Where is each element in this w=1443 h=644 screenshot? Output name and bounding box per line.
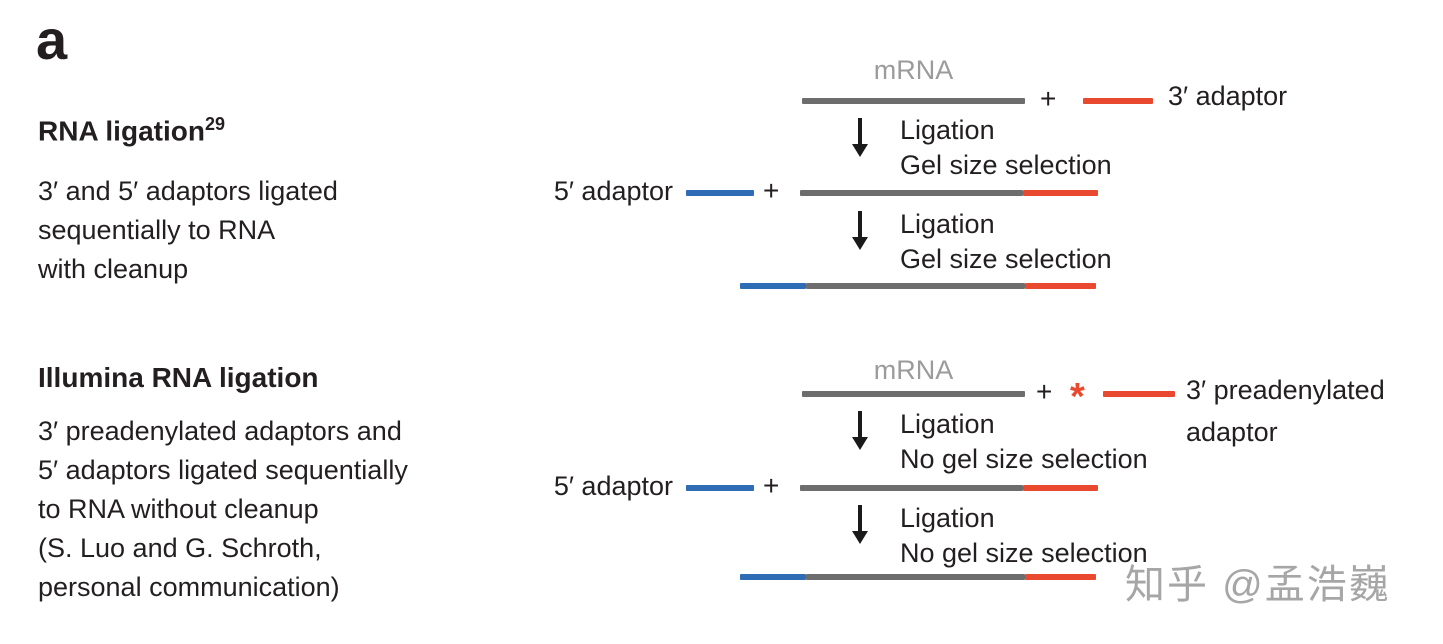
mrna-label: mRNA xyxy=(873,55,954,85)
plus-sign: + xyxy=(763,470,780,501)
down-arrow-icon xyxy=(858,505,862,532)
adaptor-5-line xyxy=(686,190,754,196)
preadenylated-adaptor-3-line xyxy=(1103,391,1175,397)
adaptor-3-label-line: adaptor xyxy=(1186,417,1278,447)
step-label: No gel size selection xyxy=(900,538,1148,568)
step-label: Gel size selection xyxy=(900,244,1112,274)
step-label: Ligation xyxy=(900,409,995,439)
plus-sign: + xyxy=(763,175,780,206)
watermark: 知乎 @孟浩巍 xyxy=(1125,563,1391,607)
adaptor-5-label: 5′ adaptor xyxy=(553,471,673,501)
description-line: personal communication) xyxy=(38,572,340,602)
section-1-title-text: RNA ligation xyxy=(38,115,205,147)
adaptor-5-line xyxy=(686,485,754,491)
preadenylation-asterisk: * xyxy=(1070,376,1085,418)
description-line: 5′ adaptors ligated sequentially xyxy=(38,455,408,485)
mrna-line xyxy=(800,485,1023,491)
description-line: (S. Luo and G. Schroth, xyxy=(38,533,322,563)
adaptor-3-label-line: 3′ preadenylated xyxy=(1186,375,1385,405)
adaptor-5-label: 5′ adaptor xyxy=(553,176,673,206)
product-mrna-line xyxy=(806,283,1025,289)
step-label: Ligation xyxy=(900,115,995,145)
reference-superscript: 29 xyxy=(204,114,225,134)
mrna-line xyxy=(802,98,1025,104)
product-adaptor-3-line xyxy=(1025,283,1096,289)
adaptor-3-label: 3′ adaptor xyxy=(1168,81,1288,111)
description-line: with cleanup xyxy=(38,254,189,284)
section-1-title: RNA ligation29 xyxy=(38,114,225,147)
product-adaptor-3-line xyxy=(1025,574,1096,580)
plus-sign: + xyxy=(1036,376,1053,407)
mrna-line xyxy=(802,391,1025,397)
step-label: No gel size selection xyxy=(900,444,1148,474)
adaptor-3-line xyxy=(1083,98,1153,104)
mrna-line xyxy=(800,190,1023,196)
description-line: sequentially to RNA xyxy=(38,215,276,245)
section-1-description: 3′ and 5′ adaptors ligated sequentially … xyxy=(38,172,338,289)
plus-sign: + xyxy=(1040,83,1057,114)
down-arrow-icon xyxy=(858,211,862,238)
description-line: 3′ preadenylated adaptors and xyxy=(38,416,402,446)
section-2-title: Illumina RNA ligation xyxy=(38,362,319,393)
description-line: to RNA without cleanup xyxy=(38,494,319,524)
product-adaptor-5-line xyxy=(740,283,806,289)
down-arrow-icon xyxy=(858,411,862,438)
step-label: Ligation xyxy=(900,503,995,533)
ligated-adaptor-3-line xyxy=(1023,485,1098,491)
mrna-label: mRNA xyxy=(873,355,954,385)
panel-label: a xyxy=(36,8,68,71)
down-arrow-icon xyxy=(858,118,862,145)
description-line: 3′ and 5′ adaptors ligated xyxy=(38,176,338,206)
ligated-adaptor-3-line xyxy=(1023,190,1098,196)
product-adaptor-5-line xyxy=(740,574,806,580)
product-mrna-line xyxy=(806,574,1025,580)
step-label: Ligation xyxy=(900,209,995,239)
step-label: Gel size selection xyxy=(900,150,1112,180)
section-2-description: 3′ preadenylated adaptors and 5′ adaptor… xyxy=(38,412,408,607)
